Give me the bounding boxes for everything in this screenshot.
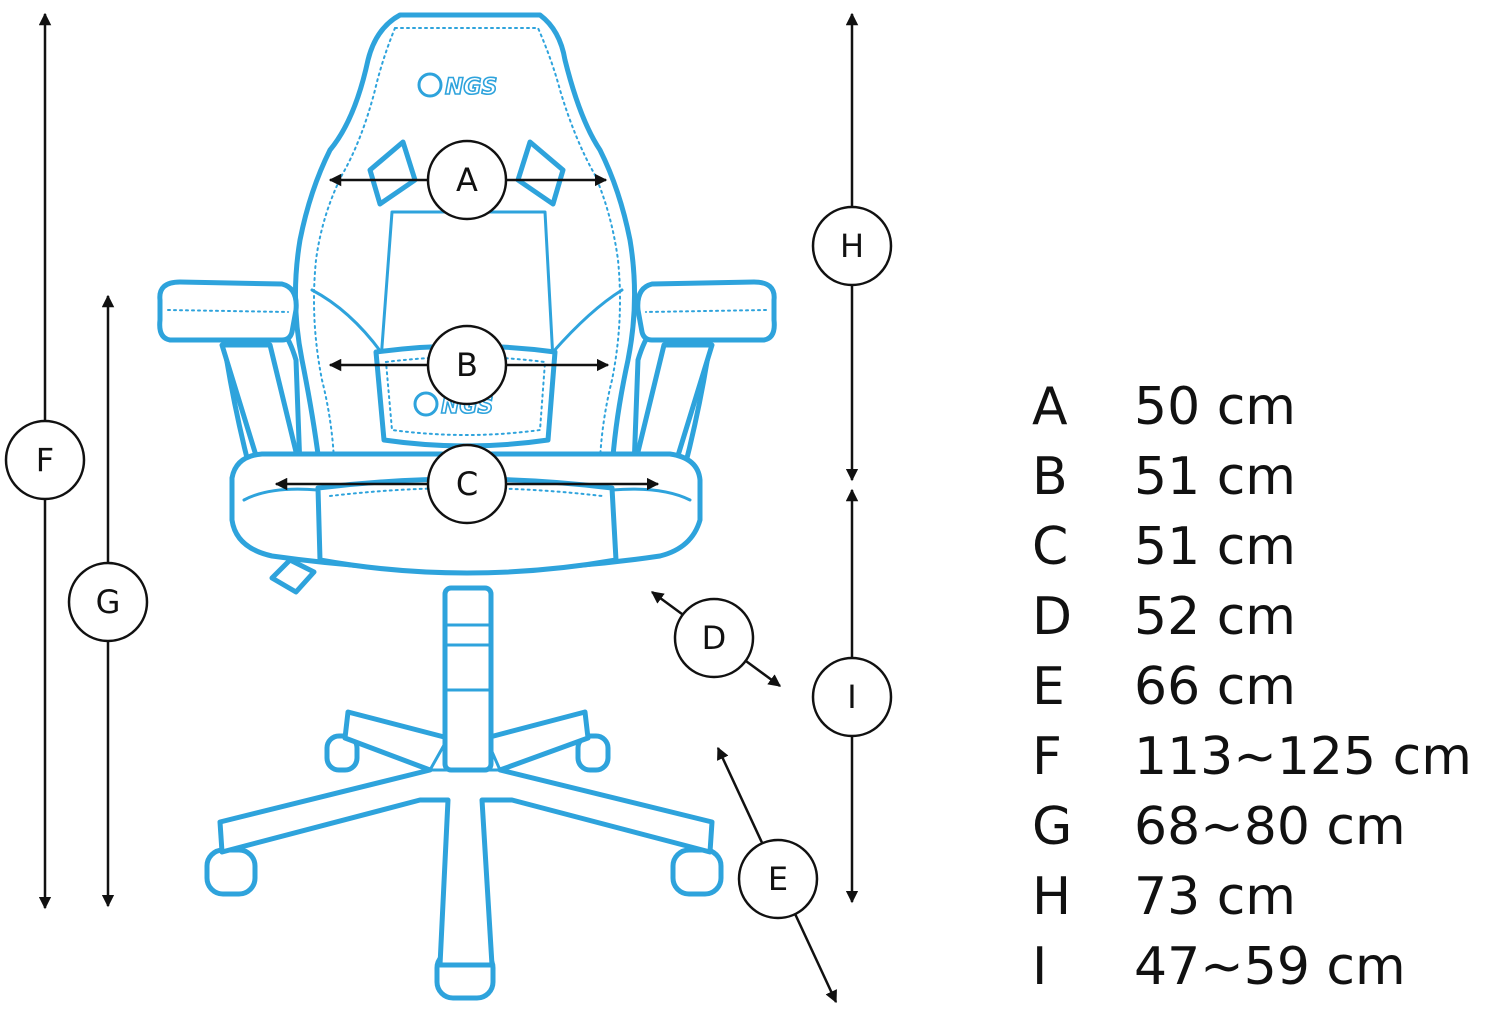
legend-value: 51 cm (1134, 517, 1296, 577)
legend-letter: F (1032, 727, 1062, 787)
svg-text:E: E (768, 860, 788, 898)
svg-text:I: I (847, 678, 856, 716)
legend-value: 73 cm (1134, 867, 1296, 927)
legend-row-h: H 73 cm (1032, 862, 1500, 932)
legend-row-d: D 52 cm (1032, 582, 1500, 652)
marker-i: I (811, 656, 893, 738)
legend-row-f: F 113~125 cm (1032, 722, 1500, 792)
marker-e: E (737, 838, 819, 920)
svg-text:D: D (702, 619, 727, 657)
legend-value: 50 cm (1134, 377, 1296, 437)
legend-letter: B (1032, 447, 1068, 507)
legend-letter: A (1032, 377, 1068, 437)
legend-value: 68~80 cm (1134, 797, 1406, 857)
legend-value: 52 cm (1134, 587, 1296, 647)
svg-text:G: G (96, 583, 121, 621)
svg-text:F: F (36, 441, 54, 479)
marker-b: B (426, 324, 508, 406)
legend-row-e: E 66 cm (1032, 652, 1500, 722)
legend-letter: C (1032, 517, 1069, 577)
legend-row-a: A 50 cm (1032, 372, 1500, 442)
armrest-right (631, 279, 777, 473)
backrest-hole-left (367, 139, 418, 207)
backrest-hole-right (515, 139, 566, 207)
svg-text:C: C (456, 465, 478, 503)
legend-letter: H (1032, 867, 1072, 927)
marker-f: F (4, 419, 86, 501)
svg-text:H: H (840, 227, 864, 265)
legend-row-c: C 51 cm (1032, 512, 1500, 582)
svg-text:NGS: NGS (445, 75, 497, 100)
legend-letter: E (1032, 657, 1065, 717)
marker-g: G (67, 561, 149, 643)
legend-value: 66 cm (1134, 657, 1296, 717)
legend-row-b: B 51 cm (1032, 442, 1500, 512)
tilt-lever (269, 557, 317, 595)
legend-letter: G (1032, 797, 1073, 857)
marker-d: D (673, 597, 755, 679)
legend-letter: I (1032, 937, 1048, 997)
marker-a: A (426, 139, 508, 221)
marker-c: C (426, 443, 508, 525)
legend-row-i: I 47~59 cm (1032, 932, 1500, 1002)
armrest-left (157, 279, 303, 473)
svg-text:A: A (456, 161, 478, 199)
legend-value: 47~59 cm (1134, 937, 1406, 997)
dimension-markers: A B C D E F G H (4, 139, 893, 920)
legend-value: 113~125 cm (1134, 727, 1472, 787)
svg-text:B: B (456, 346, 478, 384)
legend-letter: D (1032, 587, 1073, 647)
legend-row-g: G 68~80 cm (1032, 792, 1500, 862)
chair-gas-lift (442, 585, 494, 773)
dimensions-legend: A 50 cm B 51 cm C 51 cm D 52 cm E 66 cm F 113~… (1032, 372, 1500, 1002)
marker-h: H (811, 205, 893, 287)
ngs-logo-top: NGS (417, 72, 498, 101)
legend-value: 51 cm (1134, 447, 1296, 507)
